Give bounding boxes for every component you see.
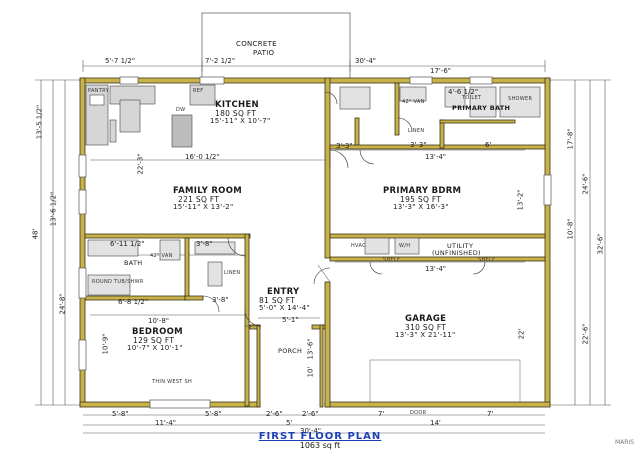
plan-total-area: 1063 sq ft: [299, 441, 341, 450]
dim-right-22: 22': [517, 328, 526, 340]
dim-bot-2-6a: 2'-6": [266, 410, 283, 418]
dim-left-13-5: 13'-5 1/2": [35, 104, 44, 140]
dim-bot-5: 5': [286, 419, 293, 427]
entry-dims: 5'-0" X 14'-4": [259, 304, 311, 312]
shower-label: SHOWER: [508, 96, 533, 102]
door-leaves: [245, 150, 331, 327]
dim-top-30-4: 30'-4": [355, 57, 377, 65]
dim-pb-3-3b: 3'-3": [410, 141, 427, 149]
shelf-label-2: SHELF: [478, 257, 496, 263]
plan-title: FIRST FLOOR PLAN: [258, 431, 382, 442]
dim-entry-v: 13'-6": [306, 338, 315, 360]
kitchen-area: 180 SQ FT: [215, 109, 257, 118]
dim-bed-10-8: 10'-8": [148, 317, 170, 325]
dim-right-32-6: 32'-6": [596, 233, 605, 255]
fridge-label: REF: [193, 88, 204, 94]
entry-name: ENTRY: [267, 287, 300, 297]
dim-porch-v: 10': [306, 366, 315, 378]
patio-label: CONCRETE: [236, 40, 277, 48]
concrete-patio: [201, 12, 351, 80]
dim-left-10-9: 10'-9": [101, 333, 110, 355]
dim-top-7-2: 7'-2 1/2": [205, 57, 236, 65]
utility-name: UTILITY: [447, 242, 474, 250]
bedroom-name: BEDROOM: [132, 327, 183, 337]
dim-bdrm-13-4: 13'-4": [425, 153, 447, 161]
plan-title-block: FIRST FLOOR PLAN: [0, 431, 640, 442]
patio-label-2: PATIO: [253, 49, 275, 57]
linen-label-2: LINEN: [408, 128, 425, 134]
dim-top-17-6: 17'-6": [430, 67, 452, 75]
dim-bot-2-6b: 2'-6": [302, 410, 319, 418]
dim-pb-3-3a: 3'-3": [336, 142, 353, 150]
dim-bath-6-11: 6'-11 1/2": [110, 240, 145, 248]
dim-right-17-8: 17'-8": [566, 128, 575, 150]
dim-bath-3-8: 3'-8": [196, 240, 213, 248]
tub-label: ROUND TUB/SHWR: [92, 279, 144, 285]
dim-right-10-8: 10'-8": [566, 218, 575, 240]
dim-left-13-6: 13'-6 1/2": [49, 191, 58, 227]
bath-fixtures: [87, 86, 541, 296]
dimension-lines: [35, 60, 611, 434]
kitchen-fixtures: [85, 84, 216, 148]
wh-label: W/H: [399, 243, 411, 249]
primary-bdrm-dims: 13'-3" X 16'-3": [393, 203, 449, 211]
dim-left-24-8: 24'-8": [58, 293, 67, 315]
primary-vanity-label: 42" VAN: [402, 99, 425, 105]
window-label: THIN WEST SH: [152, 379, 193, 385]
garage-dims: 13'-3" X 21'-11": [395, 331, 456, 339]
dw-label: DW: [176, 107, 186, 113]
hvac-label: HVAC: [351, 243, 366, 249]
plan-area-block: 1063 sq ft: [0, 441, 640, 450]
dim-bot-5-8b: 5'-8": [205, 410, 222, 418]
shelf-label: SHELF: [383, 257, 401, 263]
dim-bath-6-8: 6'-8 1/2": [118, 298, 149, 306]
walls: [79, 77, 551, 408]
porch-name: PORCH: [278, 347, 303, 355]
dim-bot-11-4: 11'-4": [155, 419, 177, 427]
pantry-label: PANTRY: [88, 88, 109, 94]
door-swings: [202, 91, 486, 327]
dim-bot-30-4: 30'-4": [300, 427, 322, 435]
primary-bath-name: PRIMARY BATH: [452, 104, 511, 112]
windows: [78, 76, 552, 409]
dim-pb-6: 6': [485, 141, 492, 149]
dim-kit-v: 22'-3": [136, 153, 145, 175]
family-room-area: 221 SQ FT: [178, 195, 220, 204]
bath-vanity-label: 42" VAN: [150, 253, 173, 259]
family-room-name: FAMILY ROOM: [173, 186, 242, 196]
utility-sub: (UNFINISHED): [432, 249, 481, 257]
toilet-label: TOILET: [462, 95, 482, 101]
primary-bdrm-area: 195 SQ FT: [400, 195, 442, 204]
primary-bdrm-name: PRIMARY BDRM: [383, 186, 462, 196]
bedroom-dims: 10'-7" X 10'-1": [127, 344, 183, 352]
dim-bot-7a: 7': [378, 410, 385, 418]
linen-label: LINEN: [224, 270, 241, 276]
dim-util-13-4: 13'-4": [425, 265, 447, 273]
garage-area: 310 SQ FT: [405, 323, 447, 332]
dim-bot-7b: 7': [487, 410, 494, 418]
kitchen-dims: 15'-11" X 10'-7": [210, 117, 271, 125]
dim-top-5-7: 5'-7 1/2": [105, 57, 136, 65]
kitchen-name: KITCHEN: [215, 100, 259, 110]
dim-right-24-6: 24'-6": [581, 173, 590, 195]
dim-bot-5-8a: 5'-8": [112, 410, 129, 418]
entry-area: 81 SQ FT: [259, 296, 296, 305]
dim-left-48: 48': [31, 228, 40, 240]
garage-door-area: [369, 359, 521, 405]
watermark: MARIS: [614, 439, 634, 446]
dim-entry-5-1: 5'-1": [282, 316, 299, 324]
dim-bot-14: 14': [430, 419, 441, 427]
garage-name: GARAGE: [405, 314, 447, 324]
dim-fam-16: 16'-0 1/2": [185, 153, 220, 161]
dim-right-22-6: 22'-6": [581, 323, 590, 345]
door-label: DOOR: [410, 410, 427, 416]
bedroom-area: 129 SQ FT: [133, 336, 175, 345]
dim-entry-3-8: 3'-8": [212, 296, 229, 304]
family-room-dims: 15'-11" X 13'-2": [173, 203, 234, 211]
dim-right-13-2: 13'-2": [516, 189, 525, 211]
dim-pb-4-6: 4'-6 1/2": [448, 88, 479, 96]
bath-name: BATH: [124, 259, 143, 267]
